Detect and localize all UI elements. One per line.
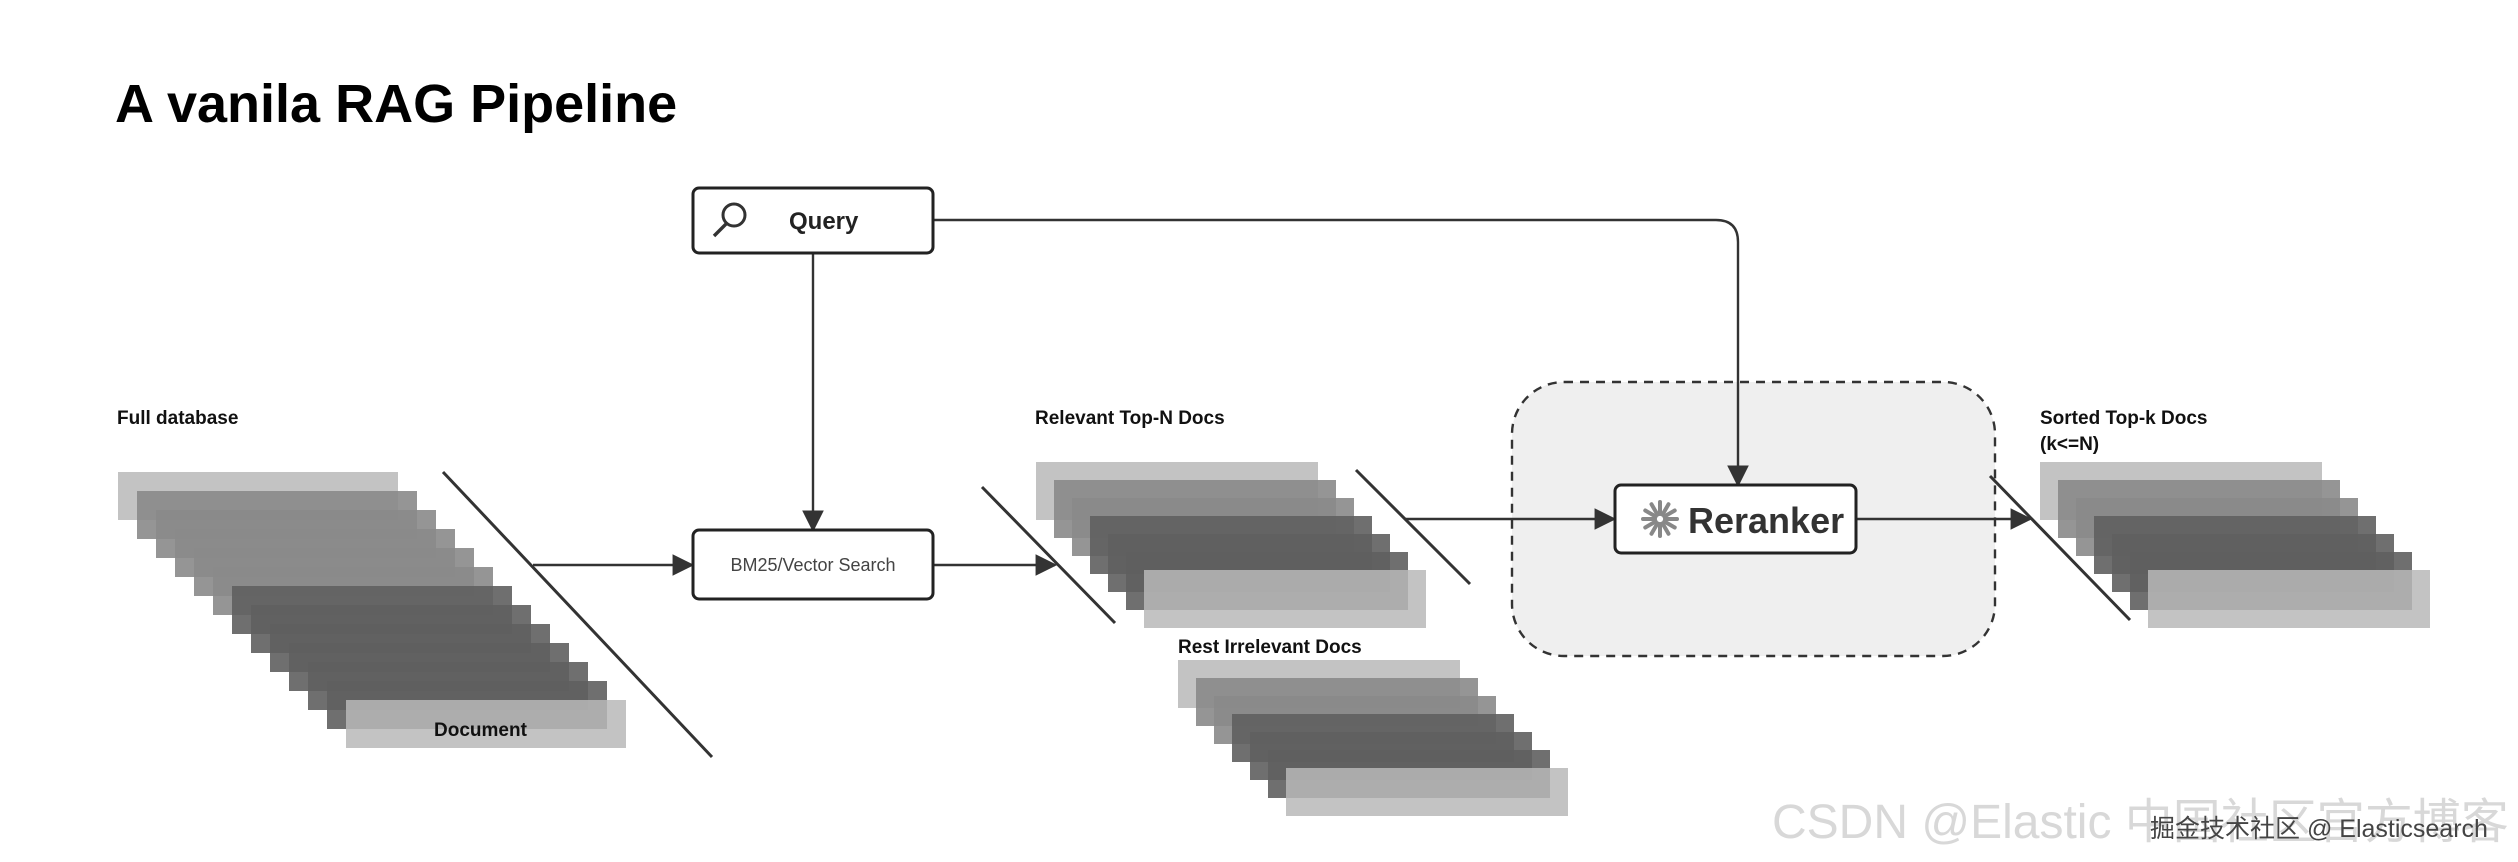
- full-database-stack: [118, 472, 626, 748]
- relevant-docs-label: Relevant Top-N Docs: [1035, 408, 1225, 429]
- search-node: BM25/Vector Search: [691, 528, 935, 601]
- relevant-docs-stack: [1036, 462, 1426, 628]
- relevant-docs-sheet: [1144, 570, 1426, 628]
- reranker-label: Reranker: [1688, 500, 1844, 541]
- sorted-docs-label: Sorted Top-k Docs: [2040, 408, 2208, 429]
- watermark-main: CSDN @Elastic 中国社区官方博客: [1772, 796, 2509, 849]
- divider-sorted: [1988, 474, 2132, 622]
- divider-relevant-right: [1354, 468, 1472, 586]
- watermark-sub: 掘金技术社区 @ Elasticsearch: [2150, 815, 2488, 843]
- irrelevant-docs-sheet: [1286, 768, 1568, 816]
- sorted-docs-stack: [2040, 462, 2430, 628]
- document-label: Document: [434, 720, 528, 741]
- sorted-docs-sheet: [2148, 570, 2430, 628]
- reranker-node: Reranker: [1613, 483, 1858, 555]
- query-node: Query: [691, 186, 935, 255]
- irrelevant-docs-label: Rest Irrelevant Docs: [1178, 637, 1362, 658]
- query-label: Query: [789, 208, 859, 235]
- arrow-query-to-reranker: [934, 218, 1749, 488]
- search-icon: [712, 202, 747, 238]
- search-label: BM25/Vector Search: [730, 555, 895, 575]
- full-database-label: Full database: [117, 408, 238, 429]
- page-title: A vanila RAG Pipeline: [115, 74, 677, 134]
- irrelevant-docs-stack: [1178, 660, 1568, 816]
- sorted-docs-sublabel: (k<=N): [2040, 434, 2099, 455]
- full-database-sheet: [346, 700, 626, 748]
- divider-full-database: [441, 470, 714, 759]
- reranker-logo-icon: [1641, 500, 1679, 538]
